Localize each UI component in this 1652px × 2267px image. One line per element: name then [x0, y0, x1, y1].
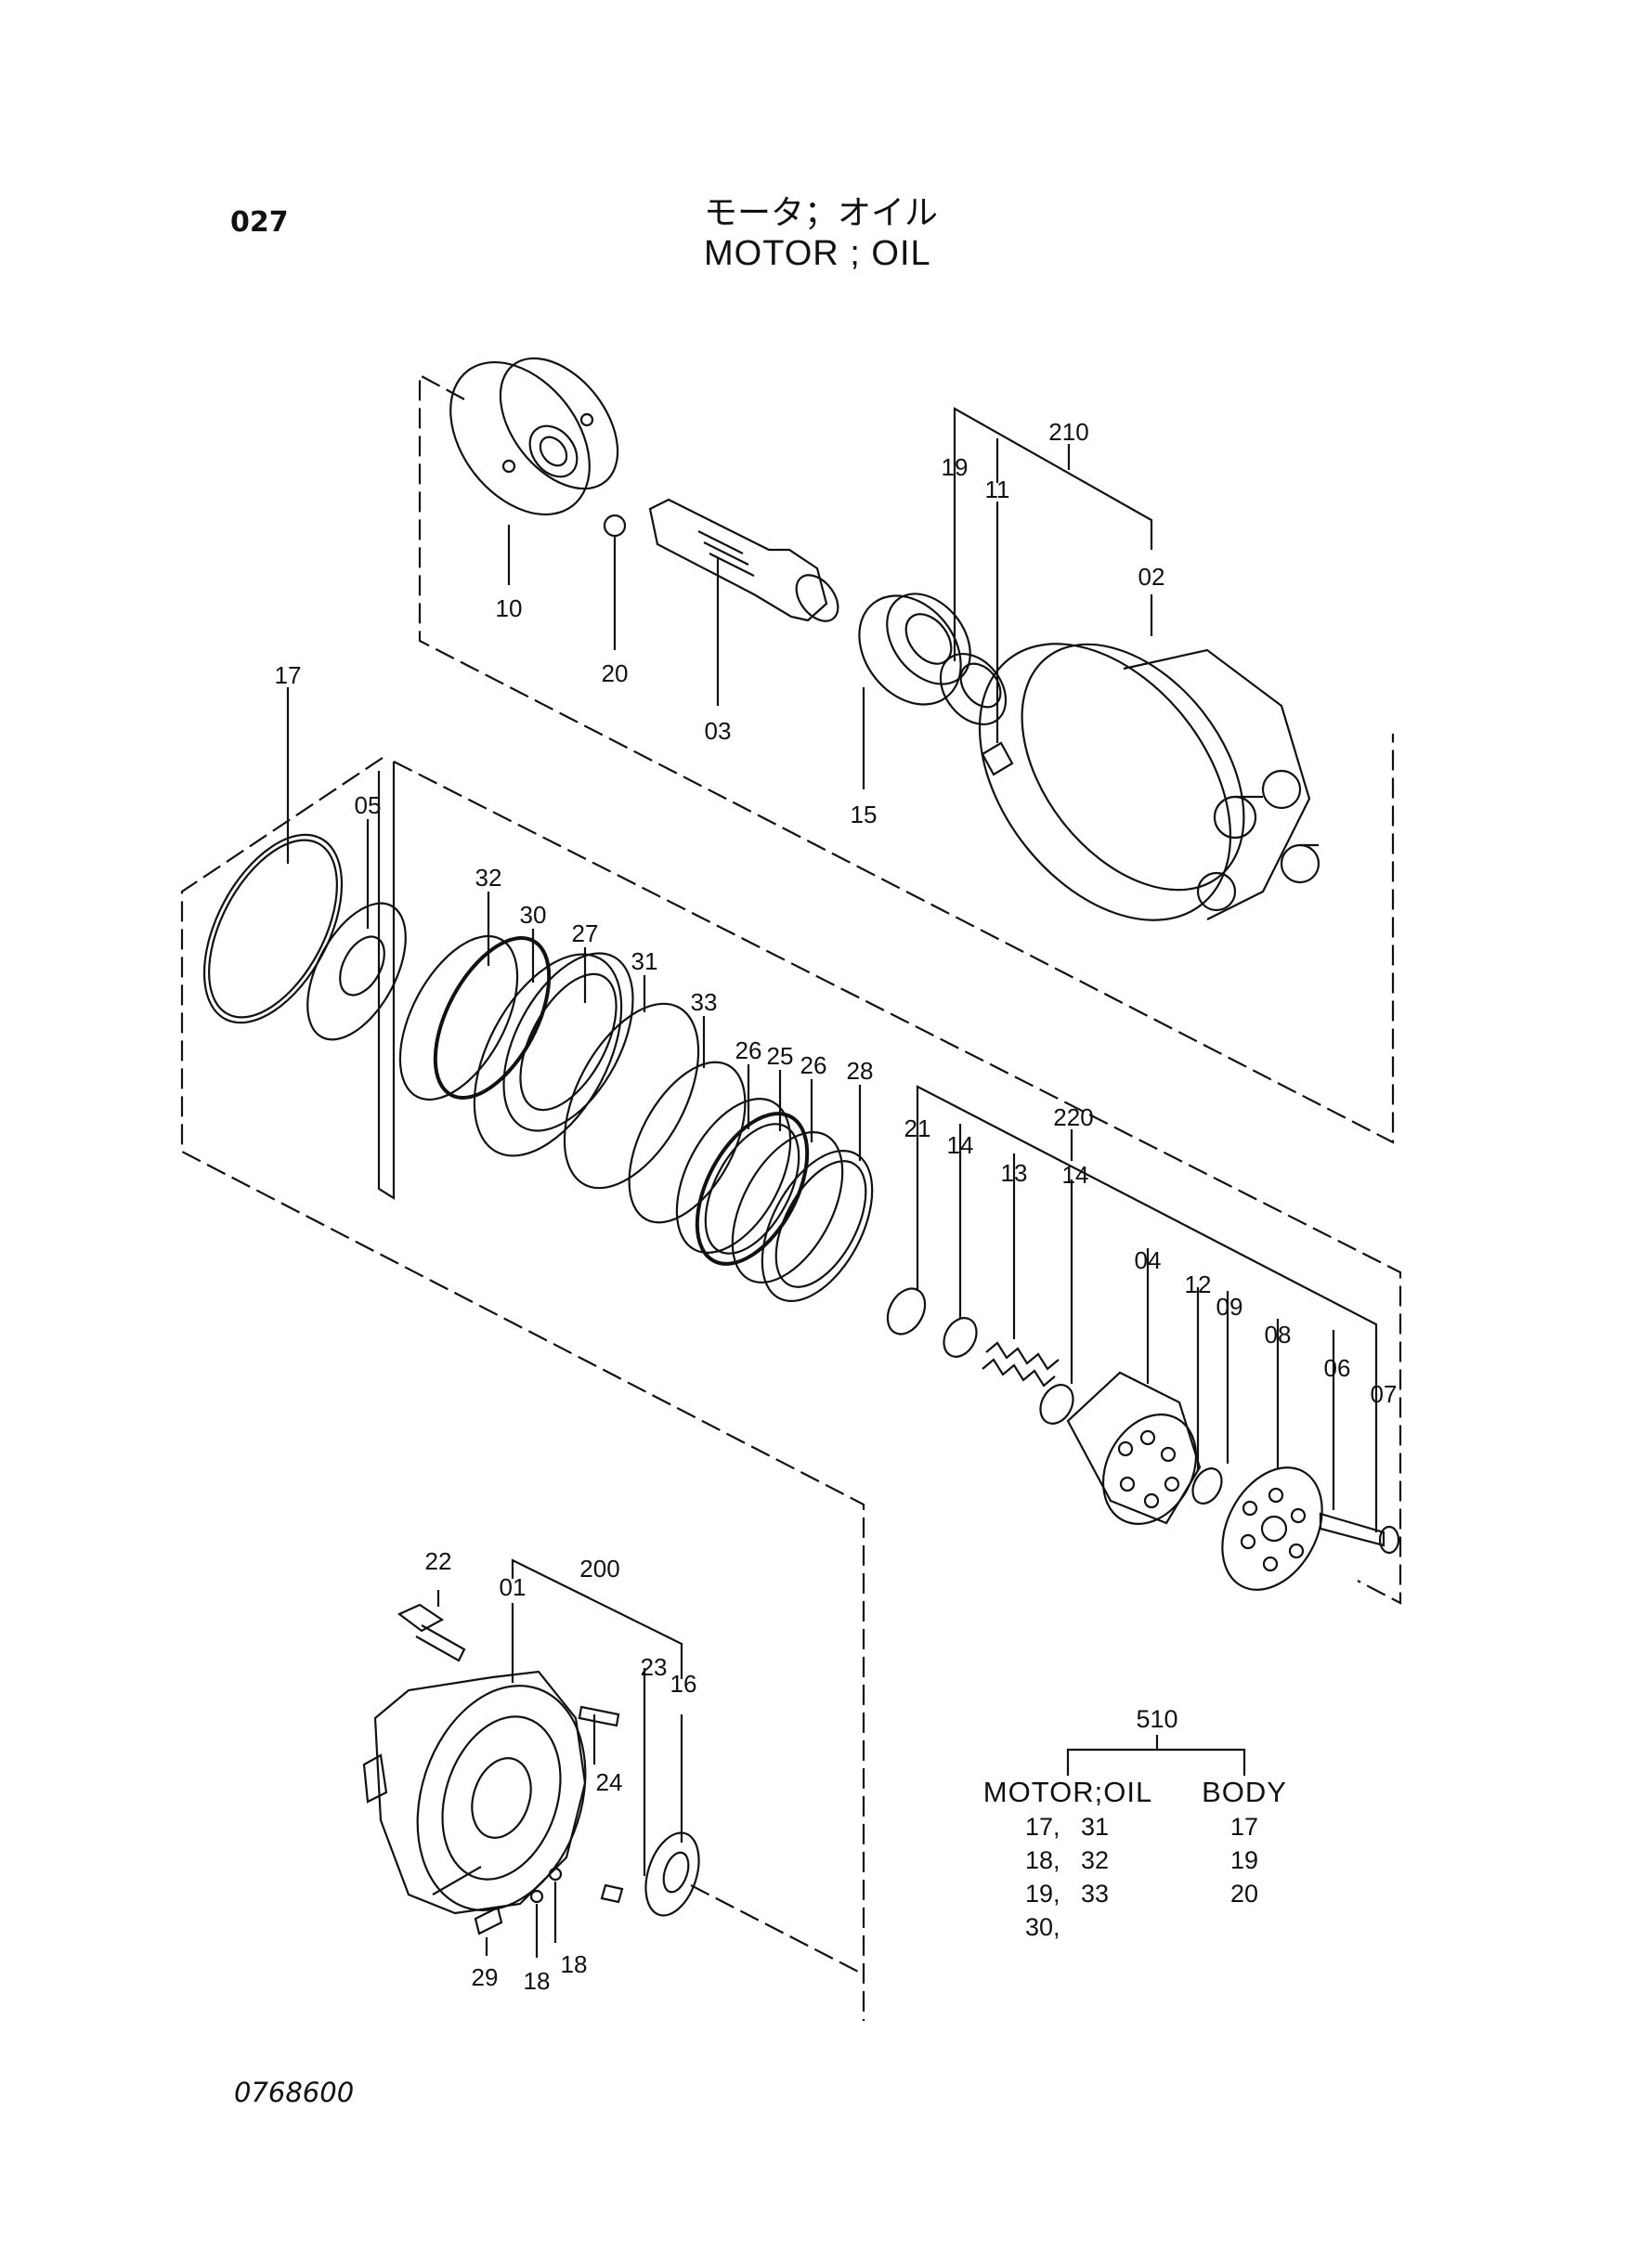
callout-18-right: 18 — [561, 1950, 588, 1978]
callout-32: 32 — [475, 864, 502, 892]
ring-33-part — [628, 1061, 747, 1224]
pin-24-part — [578, 1705, 620, 1727]
piston-assembly-part — [1319, 1512, 1400, 1555]
callout-05: 05 — [355, 791, 382, 819]
bearing-part — [858, 593, 971, 706]
callout-26-left: 26 — [735, 1036, 762, 1064]
cylinder-block-part — [1066, 1371, 1202, 1525]
piston-27-part — [473, 952, 634, 1157]
callout-20: 20 — [602, 659, 629, 687]
valve-casing-part — [362, 1670, 587, 1915]
plate-part — [306, 902, 407, 1041]
kit-table: 510 MOTOR;OIL BODY 17, 31 18, 32 19, 33 … — [983, 1705, 1287, 1941]
kit-col1-row: 30, — [1025, 1913, 1060, 1941]
callout-18-left: 18 — [524, 1967, 551, 1995]
retainer-plate-part — [1221, 1466, 1323, 1591]
callout-09: 09 — [1216, 1293, 1243, 1321]
spherical-bushing-part — [1191, 1467, 1223, 1505]
kit-col1-header: MOTOR;OIL — [983, 1776, 1152, 1808]
callout-07: 07 — [1371, 1380, 1398, 1408]
callout-04: 04 — [1135, 1246, 1162, 1274]
callout-31: 31 — [631, 947, 658, 975]
callout-33: 33 — [691, 988, 718, 1016]
screw-29-part — [474, 1906, 503, 1935]
socket-screw-22-part — [397, 1603, 466, 1662]
bearing-16-part — [644, 1831, 700, 1917]
callout-03: 03 — [705, 717, 732, 745]
callout-23: 23 — [641, 1653, 668, 1681]
callout-10: 10 — [496, 594, 523, 622]
pin-23-part — [600, 1883, 624, 1904]
callout-30: 30 — [520, 901, 547, 929]
ring-31-part — [563, 1002, 700, 1190]
snap-ring-21-part — [886, 1287, 927, 1335]
kit-col2-row: 17 — [1230, 1813, 1258, 1841]
spring-13-part — [982, 1341, 1060, 1388]
oil-seal-part — [939, 652, 1008, 726]
callout-28: 28 — [847, 1057, 874, 1085]
kit-number: 510 — [1136, 1705, 1177, 1733]
callout-29: 29 — [472, 1963, 499, 1991]
kit-col2-row: 20 — [1230, 1880, 1258, 1908]
ring-30-part — [433, 935, 552, 1101]
shaft-part — [648, 498, 839, 622]
drawing-number: 0768600 — [234, 2077, 355, 2108]
callout-11: 11 — [985, 476, 1010, 503]
plug-part — [981, 741, 1014, 776]
callout-14-left: 14 — [947, 1131, 974, 1159]
callout-22: 22 — [425, 1547, 452, 1575]
callout-02: 02 — [1138, 563, 1165, 591]
callout-210: 210 — [1048, 418, 1088, 446]
callout-25: 25 — [767, 1042, 794, 1070]
kit-col1-row: 17, 31 — [1025, 1813, 1109, 1841]
page-number: 027 — [230, 206, 289, 239]
callout-08: 08 — [1265, 1321, 1292, 1348]
title-english: MOTOR ; OIL — [704, 234, 931, 273]
plate-26-part — [675, 1098, 792, 1254]
ring-32-part — [398, 934, 519, 1101]
thrust-plate-part — [449, 357, 619, 516]
kit-col2-row: 19 — [1230, 1846, 1258, 1874]
kit-col1-row: 19, 33 — [1025, 1880, 1109, 1908]
callout-06: 06 — [1324, 1354, 1351, 1382]
callout-15: 15 — [851, 801, 878, 828]
callout-24: 24 — [596, 1768, 623, 1796]
callout-13: 13 — [1001, 1159, 1028, 1187]
kit-col1-row: 18, 32 — [1025, 1846, 1109, 1874]
callout-21: 21 — [904, 1114, 931, 1142]
callout-26-right: 26 — [800, 1051, 827, 1079]
o-ring-18b-part — [548, 1867, 563, 1882]
callout-17: 17 — [275, 661, 302, 689]
callout-27: 27 — [572, 919, 599, 947]
kit-col2-header: BODY — [1202, 1776, 1287, 1808]
plate-28-part — [761, 1149, 874, 1303]
ball-part — [603, 514, 627, 538]
callout-220: 220 — [1053, 1103, 1093, 1131]
callout-14-right: 14 — [1062, 1161, 1089, 1189]
o-ring-18a-part — [529, 1889, 544, 1904]
callout-12: 12 — [1185, 1270, 1212, 1298]
washer-14a-part — [943, 1317, 978, 1358]
callout-01: 01 — [500, 1573, 527, 1601]
callout-200: 200 — [579, 1555, 619, 1583]
o-ring-large-part — [202, 833, 344, 1024]
washer-14b-part — [1039, 1384, 1074, 1425]
motor-cover-part — [978, 643, 1320, 921]
plate-26b-part — [731, 1130, 844, 1284]
title-japanese: モータ；オイル — [704, 194, 939, 232]
friction-plate-25-part — [695, 1112, 810, 1266]
callout-16: 16 — [670, 1670, 697, 1698]
callout-19-top: 19 — [942, 453, 969, 481]
